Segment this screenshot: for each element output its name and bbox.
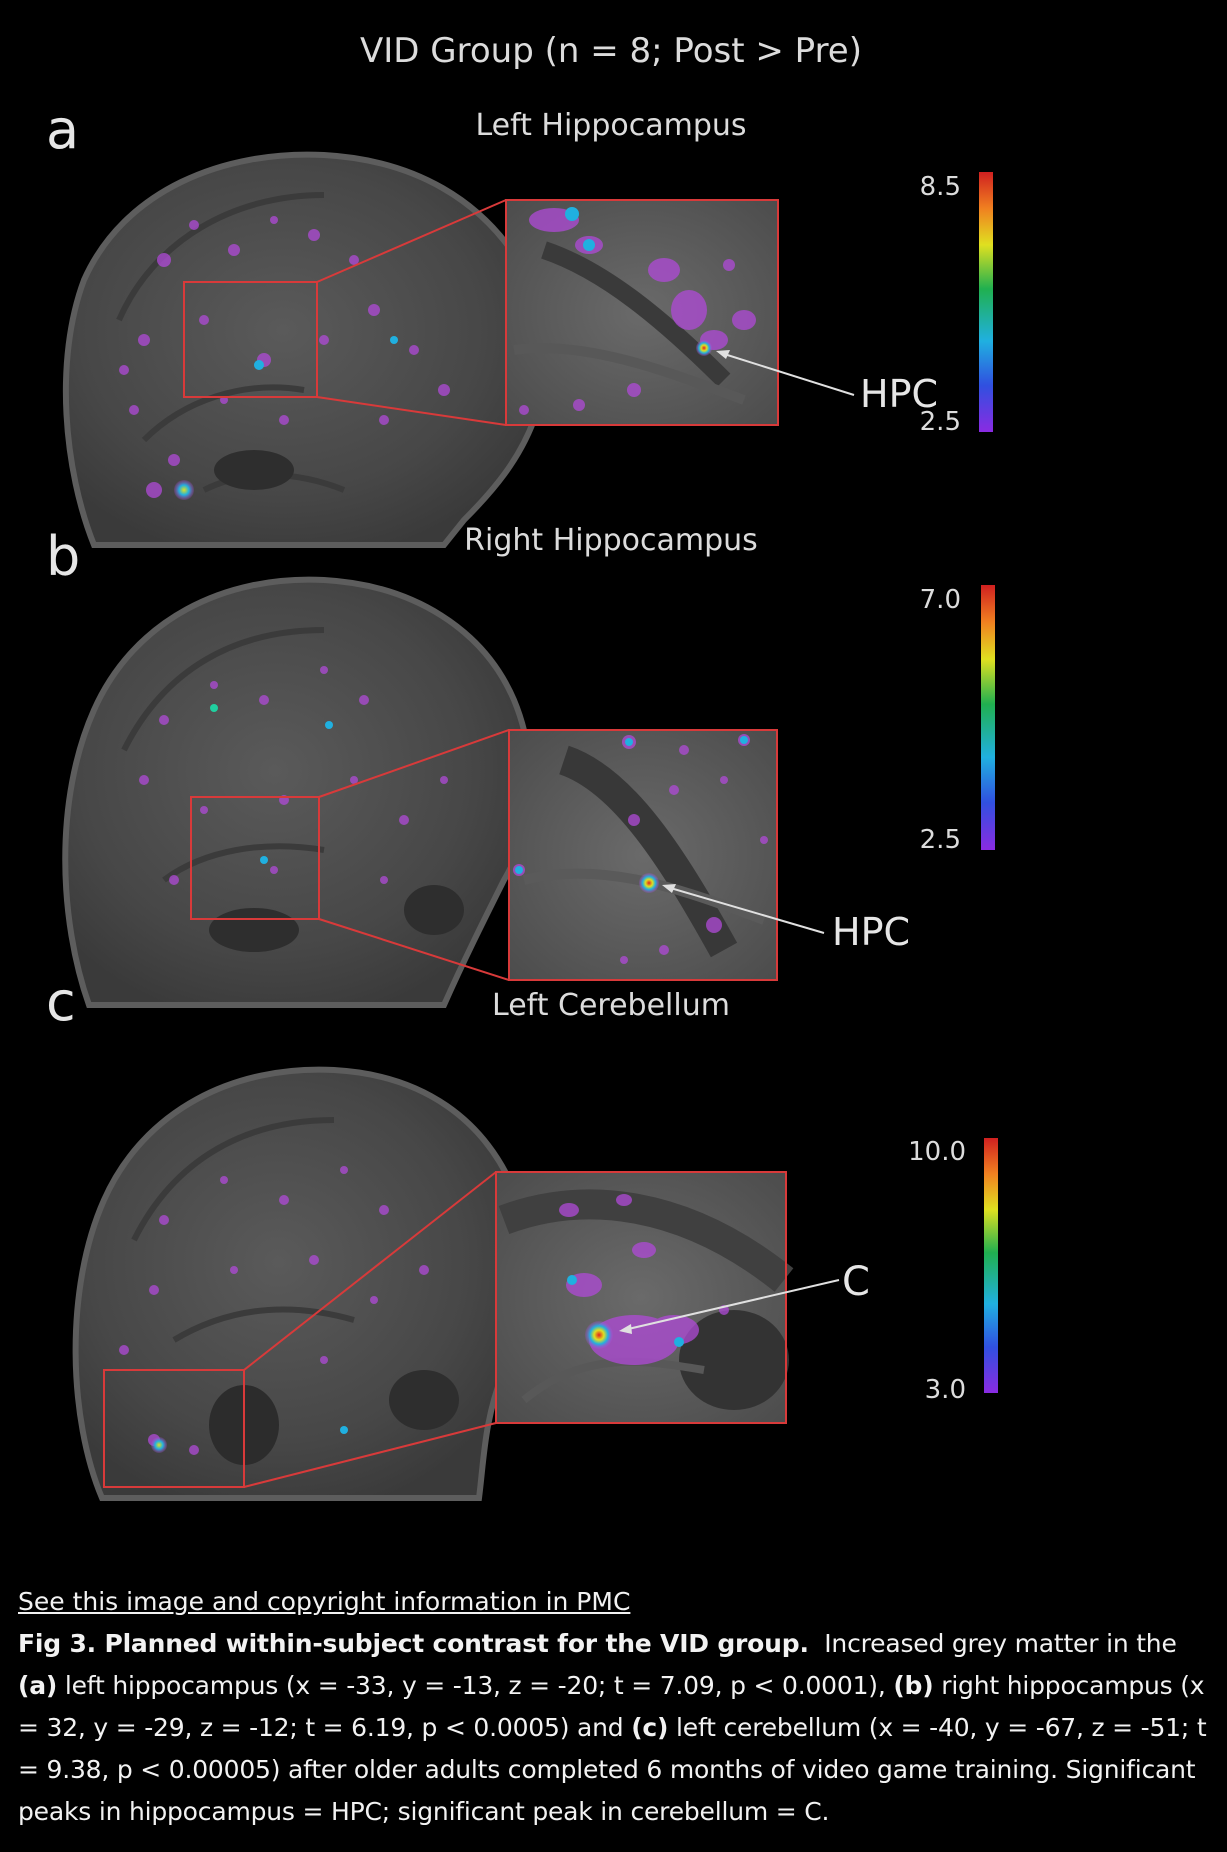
zoom-box-a: [505, 199, 779, 426]
peak-label-a: HPC: [860, 372, 938, 416]
peak-label-c: C: [842, 1259, 870, 1305]
zoom-inset-a: [505, 199, 779, 426]
brain-slice-a: [62, 151, 551, 548]
brain-figure: VID Group (n = 8; Post > Pre) a Left Hip…: [46, 31, 998, 1501]
zoom-inset-c: [495, 1171, 794, 1424]
caption-text-b: right hippocampus (x = 32, y = -29, z = …: [18, 1671, 1205, 1742]
caption-intro: Increased grey matter in the: [824, 1629, 1177, 1658]
figure-caption: Fig 3. Planned within-subject contrast f…: [18, 1623, 1208, 1833]
panel-c: c Left Cerebellum: [46, 970, 998, 1501]
panel-title-a: Left Hippocampus: [475, 108, 746, 143]
hpc-peak-b: [639, 873, 659, 893]
panel-title-b: Right Hippocampus: [464, 523, 758, 558]
scale-min-c: 3.0: [925, 1375, 966, 1405]
group-title: VID Group (n = 8; Post > Pre): [360, 31, 862, 71]
color-scale-b: 7.0 2.5: [920, 585, 995, 855]
c-peak: [585, 1321, 613, 1349]
brain-slice-c: [72, 1066, 530, 1501]
zoom-box-b: [508, 729, 778, 981]
caption-text-c: left cerebellum (x = -40, y = -67, z = -…: [18, 1713, 1207, 1826]
caption-marker-a: (a): [18, 1671, 58, 1700]
caption-text-a: left hippocampus (x = -33, y = -13, z = …: [64, 1671, 886, 1700]
zoom-inset-b: [508, 729, 778, 981]
panel-letter-c: c: [46, 970, 76, 1033]
zoom-box-c: [495, 1171, 787, 1424]
roi-box-a: [183, 281, 318, 398]
panel-letter-b: b: [46, 525, 80, 588]
scale-max-a: 8.5: [920, 172, 961, 202]
roi-box-c: [103, 1369, 245, 1488]
panel-letter-a: a: [46, 98, 79, 161]
scale-min-b: 2.5: [920, 825, 961, 855]
panel-a: a Left Hippocampus: [46, 98, 993, 548]
panel-b: b Right Hippocampus: [46, 523, 995, 1008]
brain-slice-b: [62, 576, 534, 1008]
hpc-peak-a: [696, 340, 712, 356]
pmc-copyright-link[interactable]: See this image and copyright information…: [18, 1587, 631, 1616]
color-scale-a: 8.5 2.5: [920, 172, 993, 437]
scale-max-b: 7.0: [920, 585, 961, 615]
color-scale-c: 10.0 3.0: [908, 1137, 998, 1405]
caption-marker-b: (b): [893, 1671, 934, 1700]
panel-title-c: Left Cerebellum: [492, 988, 730, 1023]
figure-panel: VID Group (n = 8; Post > Pre) a Left Hip…: [24, 20, 1198, 1550]
scale-min-a: 2.5: [920, 407, 961, 437]
peak-label-b: HPC: [832, 910, 910, 954]
caption-area: See this image and copyright information…: [18, 1585, 1208, 1833]
roi-box-b: [190, 796, 320, 920]
caption-marker-c: (c): [631, 1713, 669, 1742]
caption-fig-label: Fig 3. Planned within-subject contrast f…: [18, 1629, 809, 1658]
scale-max-c: 10.0: [908, 1137, 966, 1167]
